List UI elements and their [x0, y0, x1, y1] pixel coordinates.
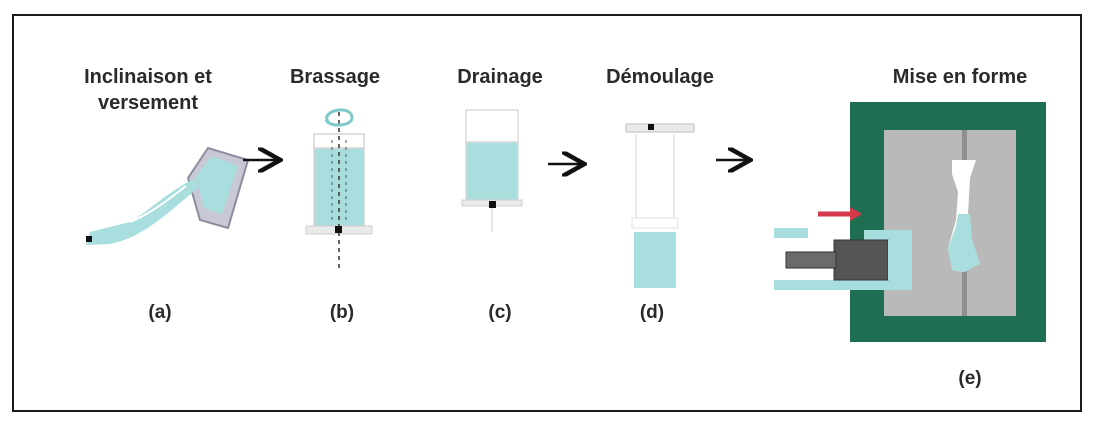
pouring-illustration [86, 146, 250, 245]
step-b-title: Brassage [289, 66, 381, 88]
step-a-title-line1: Inclinaison et [84, 66, 212, 88]
step-c-title: Drainage [457, 66, 543, 88]
step-a-tag: (a) [148, 302, 172, 323]
stirring-illustration [305, 108, 373, 268]
step-a-title: Inclinaison et versement [48, 64, 248, 116]
draining-illustration [461, 109, 523, 232]
step-a-title-line2: versement [97, 92, 199, 114]
figure-frame [12, 14, 1082, 412]
step-c-tag: (c) [488, 302, 512, 323]
step-d-tag: (d) [639, 302, 665, 323]
shaping-illustration [774, 102, 1046, 342]
step-b-tag: (b) [329, 302, 355, 323]
step-d-title: Démoulage [606, 66, 714, 88]
step-e-tag: (e) [958, 368, 982, 389]
demolding-illustration [625, 123, 695, 288]
step-e-title: Mise en forme [892, 66, 1028, 88]
